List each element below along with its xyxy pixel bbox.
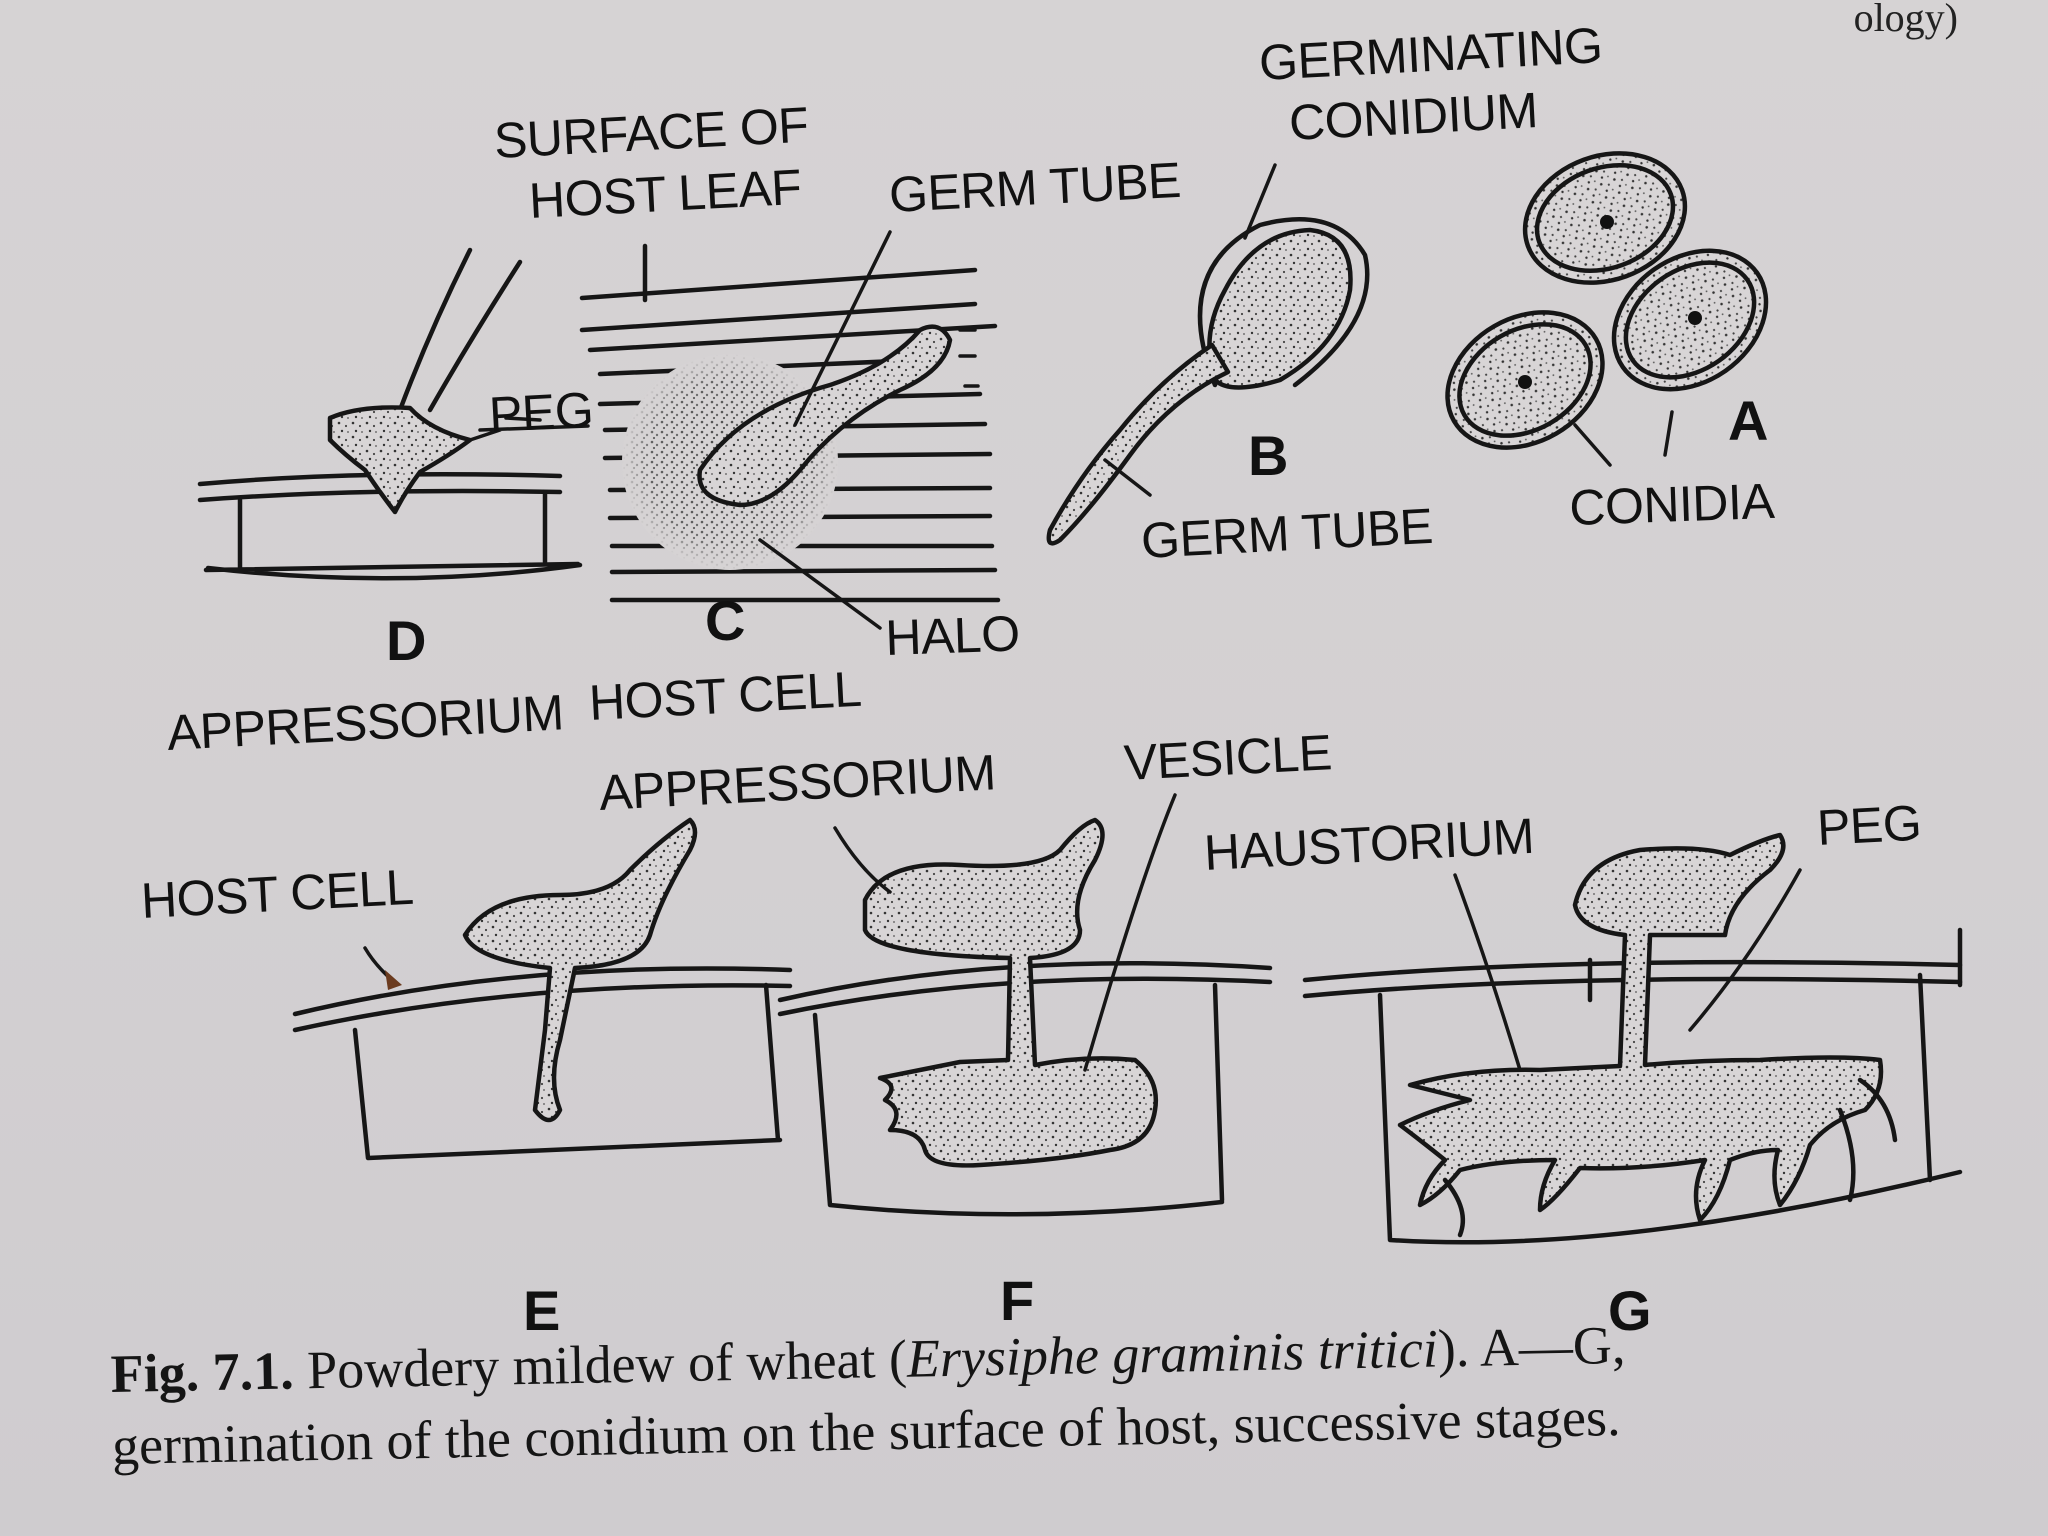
letter-e: E: [523, 1279, 560, 1342]
label-halo: HALO: [884, 605, 1020, 666]
label-peg-g: PEG: [1816, 795, 1923, 856]
label-host-cell-c: HOST CELL: [588, 661, 863, 731]
stage-e-drawing: [292, 817, 793, 1161]
label-peg-d: PEG: [488, 382, 595, 443]
stage-f-drawing: [777, 793, 1273, 1217]
label-germ-tube-c: GERM TUBE: [888, 152, 1182, 223]
caption-text-after: ). A—G,: [1437, 1314, 1626, 1379]
stage-b-drawing: [1046, 163, 1370, 546]
letter-a: A: [1728, 389, 1768, 452]
label-vesicle: VESICLE: [1123, 724, 1333, 791]
stage-c-drawing: [579, 230, 1001, 630]
stage-d-drawing: [197, 247, 590, 581]
label-conidium: CONIDIUM: [1288, 82, 1539, 151]
label-conidia: CONIDIA: [1568, 473, 1776, 536]
letter-f: F: [1000, 1269, 1034, 1332]
label-appressorium-f: APPRESSORIUM: [598, 744, 997, 821]
label-surface-of-host-leaf-line1: SURFACE OF: [493, 97, 810, 169]
letter-b: B: [1248, 424, 1288, 487]
label-host-cell-e: HOST CELL: [140, 859, 415, 929]
running-header-fragment: ology): [1853, 0, 1958, 40]
letter-g: G: [1608, 1279, 1652, 1342]
label-appressorium-d: APPRESSORIUM: [166, 684, 565, 761]
label-germinating: GERMINATING: [1258, 17, 1604, 91]
label-germ-tube-b: GERM TUBE: [1140, 498, 1434, 569]
label-haustorium: HAUSTORIUM: [1203, 808, 1536, 881]
caption-text-before: Powdery mildew of wheat (: [306, 1328, 908, 1401]
caption-species: Erysiphe graminis tritici: [906, 1318, 1439, 1389]
letter-c: C: [705, 589, 745, 652]
letter-d: D: [386, 609, 426, 672]
stage-g-drawing: [1302, 832, 1963, 1245]
label-surface-of-host-leaf-line2: HOST LEAF: [528, 159, 803, 229]
stage-a-drawing: [1445, 151, 1769, 467]
caption-fig-number: Fig. 7.1.: [110, 1340, 295, 1404]
